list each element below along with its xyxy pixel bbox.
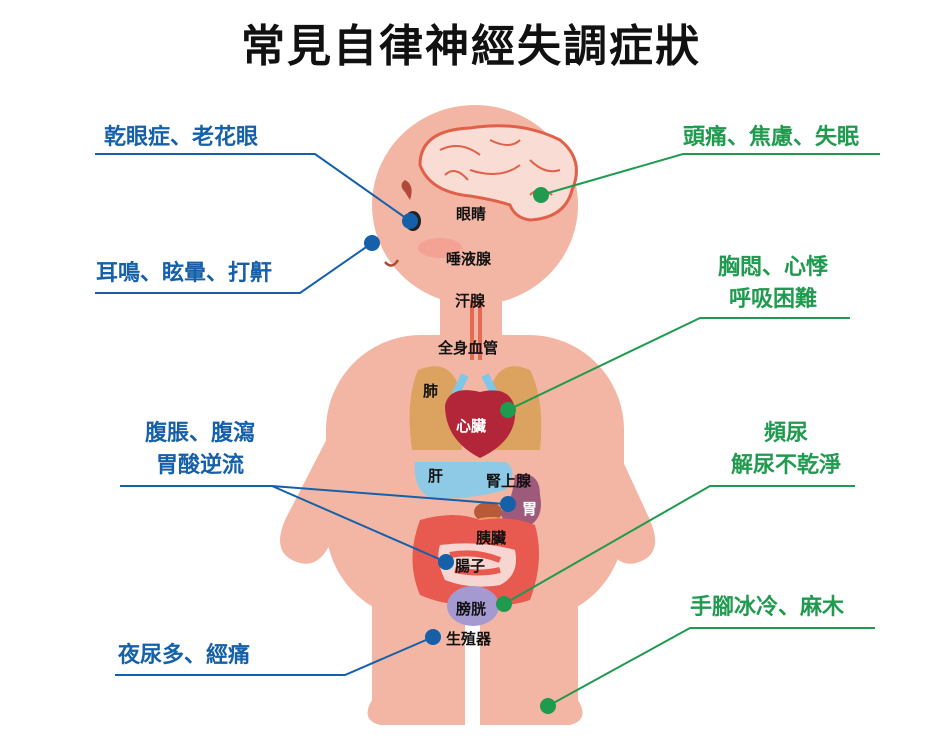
- organ-intestine: 腸子: [455, 557, 486, 575]
- heart-illustration: [445, 390, 516, 458]
- organ-liver: 肝: [428, 467, 444, 485]
- symptom-cold-limbs: 手腳冰冷、麻木: [690, 595, 845, 620]
- bladder-illustration: [447, 586, 499, 626]
- dot-foot: [540, 698, 556, 714]
- dot-heart: [500, 402, 516, 418]
- liver-illustration: [414, 462, 513, 499]
- organ-adrenal: 腎上腺: [486, 472, 532, 490]
- organ-stomach: 胃: [522, 500, 538, 518]
- page-title: 常見自律神經失調症狀: [241, 21, 701, 72]
- stomach-illustration: [500, 474, 541, 529]
- symptom-chest-line2: 呼吸困難: [728, 286, 817, 312]
- symptom-urination-line2: 解尿不乾淨: [730, 452, 841, 478]
- adrenal-illustration: [474, 502, 502, 522]
- organ-vessels: 全身血管: [438, 339, 499, 357]
- dot-bladder: [496, 596, 512, 612]
- cheek: [418, 238, 462, 258]
- dot-stomach: [500, 496, 516, 512]
- organ-genitals: 生殖器: [446, 630, 492, 648]
- symptom-nocturia: 夜尿多、經痛: [118, 643, 251, 668]
- organ-bladder: 膀胱: [456, 600, 487, 618]
- organ-heart: 心臟: [456, 417, 487, 435]
- dot-eyes: [402, 213, 418, 229]
- mouth: [384, 259, 400, 267]
- dot-brain: [533, 187, 549, 203]
- intestine-illustration: [412, 515, 539, 605]
- symptom-chest: 胸悶、心悸 呼吸困難: [706, 252, 840, 316]
- dot-intestine: [438, 554, 454, 570]
- symptom-urination: 頻尿 解尿不乾淨: [714, 418, 858, 482]
- organ-sweat: 汗腺: [455, 292, 486, 310]
- symptom-urination-line1: 頻尿: [763, 421, 808, 446]
- symptom-dry-eye: 乾眼症、老花眼: [104, 125, 259, 150]
- dot-genitals: [425, 629, 441, 645]
- symptom-tinnitus: 耳鳴、眩暈、打鼾: [96, 261, 273, 286]
- symptom-bloating-line2: 胃酸逆流: [155, 452, 244, 478]
- ear: [401, 180, 412, 200]
- blood-vessels: [470, 300, 482, 360]
- symptom-headache: 頭痛、焦慮、失眠: [683, 125, 860, 150]
- connector-lines: [95, 153, 880, 707]
- organ-pancreas: 胰臟: [476, 529, 507, 547]
- dot-ears: [364, 235, 380, 251]
- symptom-bloating-line1: 腹脹、腹瀉: [144, 421, 255, 446]
- marker-dots: [364, 187, 556, 714]
- organ-salivary: 唾液腺: [446, 250, 492, 268]
- symptom-bloating: 腹脹、腹瀉 胃酸逆流: [128, 418, 272, 482]
- organ-lungs: 肺: [423, 382, 439, 400]
- symptom-chest-line1: 胸悶、心悸: [717, 255, 828, 280]
- organ-eyes: 眼睛: [456, 205, 487, 223]
